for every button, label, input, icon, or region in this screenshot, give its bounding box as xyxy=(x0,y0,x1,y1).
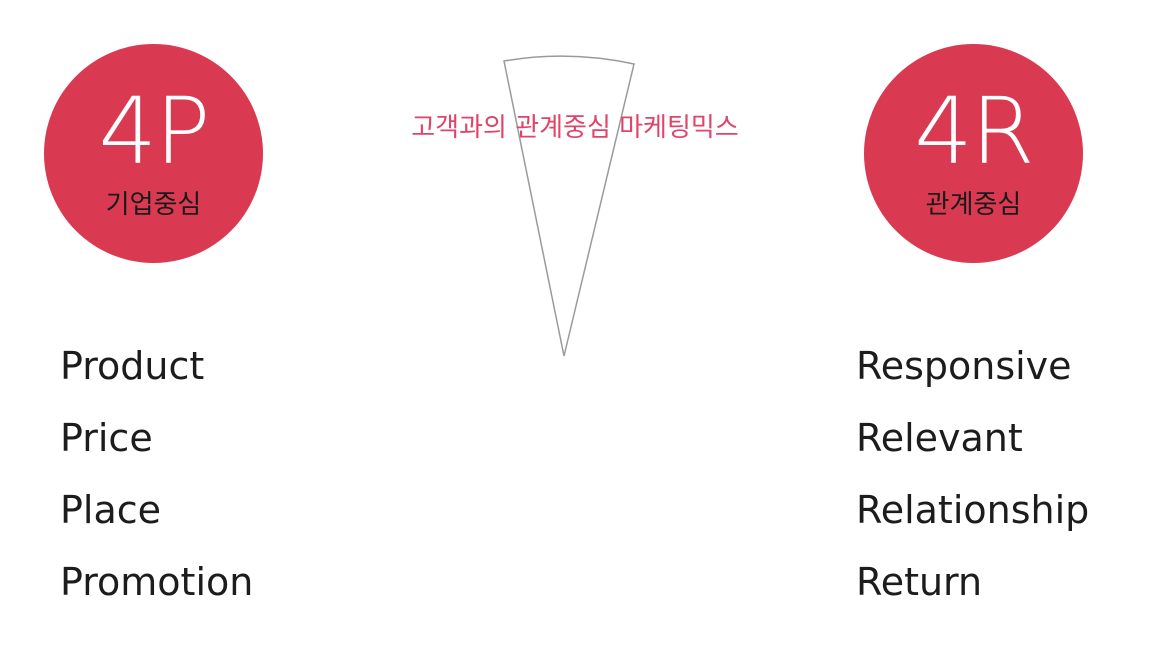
badge-4r-subtitle: 관계중심 xyxy=(925,190,1022,220)
list-item-return: Return xyxy=(856,560,983,604)
list-item-product: Product xyxy=(60,344,205,388)
list-4p: Product Price Place Promotion xyxy=(60,330,253,618)
badge-4r: 4R 관계중심 xyxy=(864,44,1083,263)
center-label: 고객과의 관계중심 마케팅믹스 xyxy=(411,113,739,143)
list-item-place: Place xyxy=(60,488,162,532)
cone-shape xyxy=(503,55,635,357)
badge-4p: 4P 기업중심 xyxy=(44,44,263,263)
list-4r: Responsive Relevant Relationship Return xyxy=(856,330,1089,618)
list-item-relationship: Relationship xyxy=(856,488,1090,532)
list-item-price: Price xyxy=(60,416,153,460)
list-item-relevant: Relevant xyxy=(856,416,1023,460)
list-item-promotion: Promotion xyxy=(60,560,254,604)
badge-4p-subtitle: 기업중심 xyxy=(105,190,202,220)
badge-4p-title: 4P xyxy=(98,78,210,185)
badge-4r-title: 4R xyxy=(914,78,1034,185)
list-item-responsive: Responsive xyxy=(856,344,1072,388)
cone-outline xyxy=(503,55,635,357)
